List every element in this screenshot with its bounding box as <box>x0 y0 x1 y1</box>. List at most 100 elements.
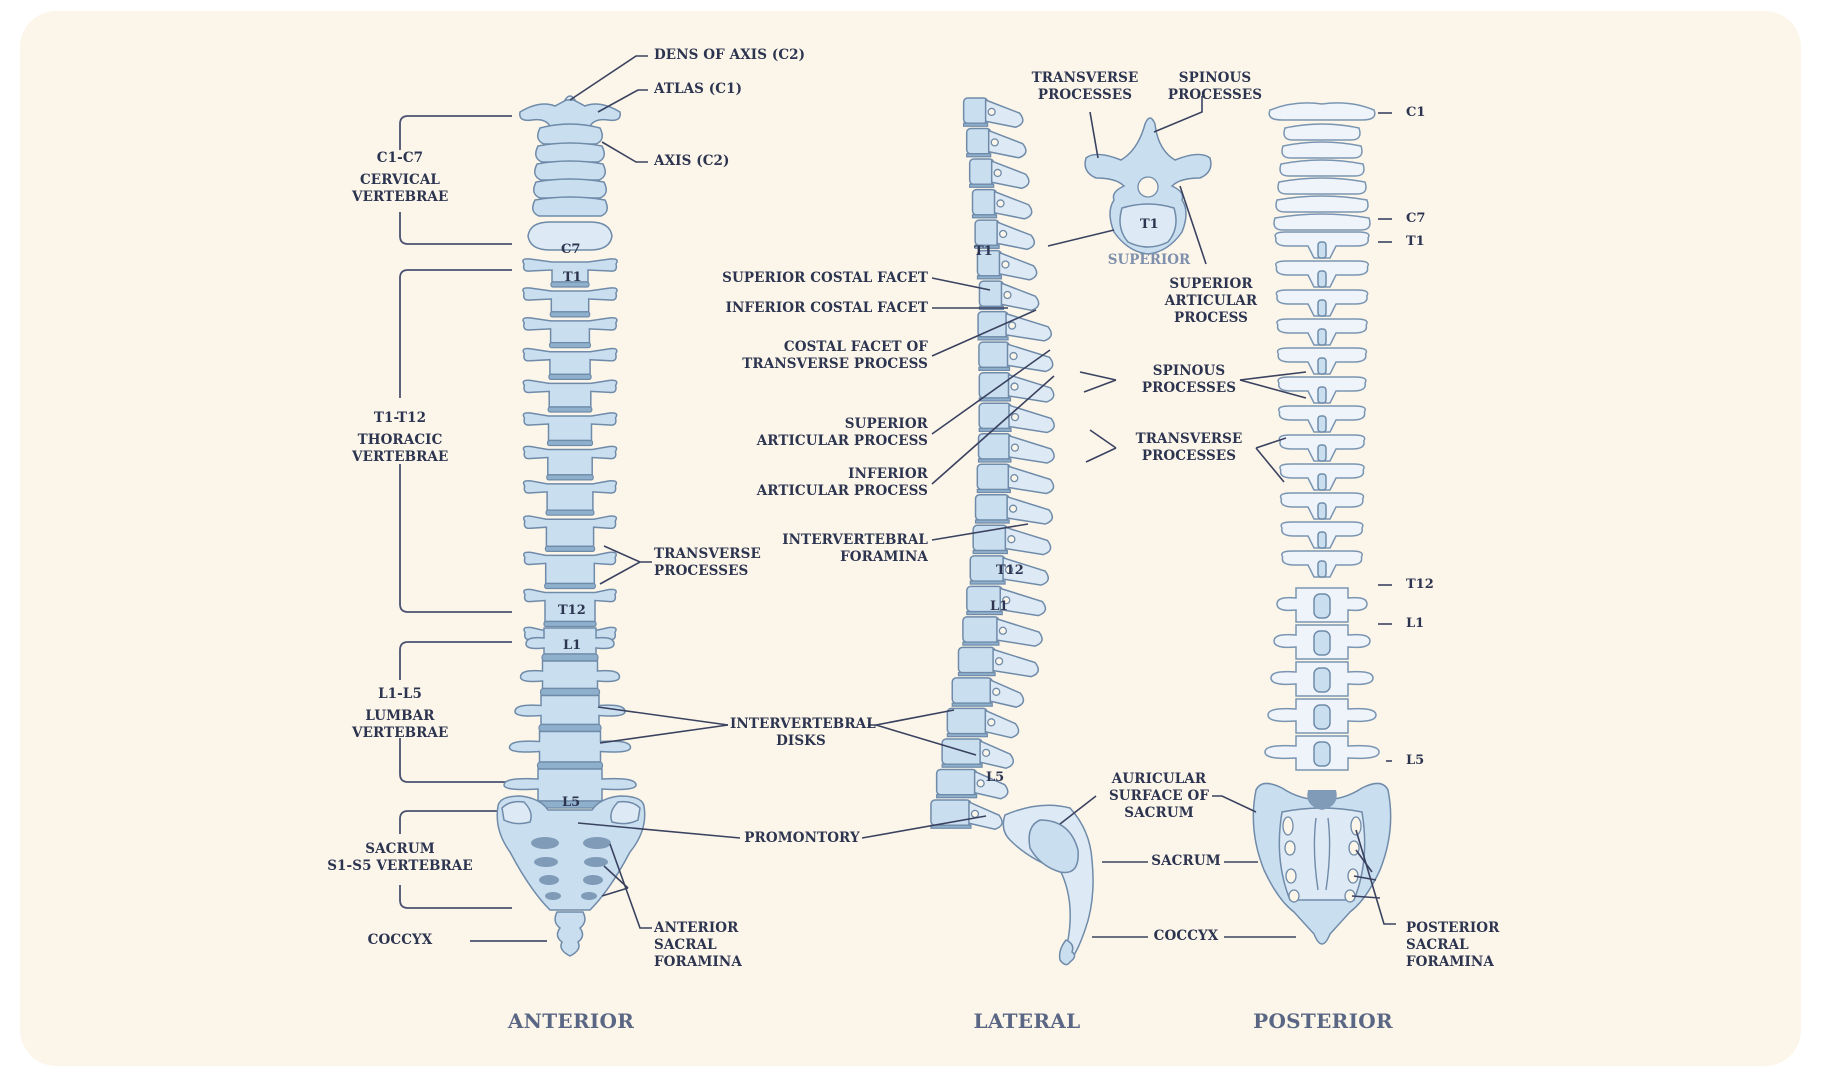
lateral-disk <box>976 275 1003 280</box>
posterior-mark-c1: C1 <box>1406 105 1426 120</box>
sacrum-label: SACRUM <box>1151 853 1221 869</box>
posterior-cervical-vertebra <box>1273 213 1371 231</box>
atlas-label: ATLAS (C1) <box>654 81 743 97</box>
lateral-spinous-process <box>1002 556 1050 586</box>
lateral-disk <box>977 458 1012 463</box>
cervical-range-label: C1-C7 CERVICAL VERTEBRAE <box>352 150 449 205</box>
lateral-disk <box>972 549 1008 555</box>
lateral-disk <box>976 488 1011 494</box>
anterior-thoracic-vertebra <box>522 515 618 548</box>
anterior-thoracic-vertebra <box>522 379 618 408</box>
superior-view-caption: SUPERIOR <box>1107 252 1191 268</box>
intervertebral-foramen <box>976 779 985 788</box>
posterior-spinous-process <box>1317 502 1327 520</box>
lateral-spinous-process <box>979 739 1015 769</box>
lateral-mark-l5: L5 <box>986 770 1005 785</box>
lateral-spine <box>930 97 1055 831</box>
intervertebral-disk <box>544 582 596 590</box>
lateral-disk <box>963 122 989 127</box>
posterior-spinous-process <box>1317 357 1327 375</box>
bracket-sacrum <box>399 810 512 909</box>
lateral-disk <box>966 153 992 158</box>
posterior-spinous-process <box>1317 444 1327 462</box>
posterior-spine-cervical <box>1268 102 1376 121</box>
lateral-vertebral-body <box>971 188 998 216</box>
bracket-thoracic <box>399 269 512 613</box>
anterior-thoracic-vertebra <box>522 412 618 442</box>
diagram-card <box>20 11 1801 1066</box>
posterior-lumbar-spinous-process <box>1313 667 1331 693</box>
intervertebral-foramen <box>981 748 991 757</box>
intervertebral-foramen <box>987 107 996 117</box>
superior-articular-label: SUPERIOR ARTICULAR PROCESS <box>1164 276 1258 326</box>
lateral-spinous-process <box>1006 495 1054 525</box>
intervertebral-foramen <box>1009 351 1018 361</box>
posterior-cervical-vertebra <box>1279 159 1365 177</box>
lateral-spinous-process <box>992 648 1040 678</box>
intervertebral-foramen <box>994 657 1004 666</box>
lateral-spinous-process <box>984 98 1024 129</box>
posterior-spinous-process <box>1317 241 1327 259</box>
inferior-articular-process-label: INFERIOR ARTICULAR PROCESS <box>756 466 928 499</box>
lateral-spinous-process <box>1007 465 1055 495</box>
intervertebral-disk <box>549 311 591 318</box>
lateral-disk <box>962 641 1000 646</box>
vertebra-mark-l1: L1 <box>563 638 582 653</box>
posterior-cervical-vertebra <box>1277 177 1367 195</box>
intervertebral-foramen <box>1003 290 1012 300</box>
intervertebral-disk <box>546 474 594 481</box>
posterior-mark-l5: L5 <box>1406 753 1425 768</box>
intervertebral-foramen <box>1001 260 1010 269</box>
lateral-spinous-process <box>984 709 1020 739</box>
lateral-spinous-process <box>1005 312 1052 342</box>
lateral-vertebral-body <box>962 616 1000 643</box>
posterior-mark-t12: T12 <box>1406 577 1434 592</box>
posterior-spinous-process <box>1317 386 1327 404</box>
lateral-vertebral-body <box>974 494 1010 521</box>
lateral-disk <box>977 336 1009 341</box>
posterior-spinous-process <box>1317 560 1327 578</box>
anterior-thoracic-vertebra <box>522 287 618 313</box>
lateral-mark-t12: T12 <box>996 563 1024 578</box>
superior-costal-facet-label: SUPERIOR COSTAL FACET <box>722 270 928 286</box>
intervertebral-foramen <box>992 687 1001 696</box>
lateral-vertebral-body <box>965 127 992 155</box>
lateral-disk <box>971 214 998 219</box>
transverse-processes-label: TRANSVERSE PROCESSES <box>1135 431 1243 464</box>
anterior-lumbar-vertebra <box>519 660 621 690</box>
lateral-sacrum <box>1002 804 1094 966</box>
posterior-spinous-process <box>1317 299 1327 317</box>
intervertebral-disk <box>544 545 596 553</box>
intervertebral-disk <box>538 723 602 733</box>
lateral-spinous-process <box>990 159 1030 190</box>
view-title-posterior: POSTERIOR <box>1253 1009 1393 1033</box>
auricular-surface-label: AURICULAR SURFACE OF SACRUM <box>1108 771 1210 821</box>
coccyx-label-anterior: COCCYX <box>367 932 433 948</box>
lateral-disk <box>936 794 978 799</box>
intervertebral-foramen <box>998 626 1008 635</box>
superior-articular-process-label: SUPERIOR ARTICULAR PROCESS <box>756 416 928 449</box>
anterior-thoracic-vertebra <box>522 445 618 476</box>
intervertebral-disk <box>543 620 597 628</box>
lateral-spinous-process <box>1007 373 1055 403</box>
lateral-spinous-process <box>996 617 1043 647</box>
costal-facet-transverse-label: COSTAL FACET OF TRANSVERSE PROCESS <box>742 339 928 372</box>
intervertebral-foramen <box>993 168 1002 178</box>
lateral-disk <box>974 244 1000 249</box>
view-title-anterior: ANTERIOR <box>507 1009 635 1033</box>
intervertebral-disk <box>548 342 591 349</box>
posterior-mark-l1: L1 <box>1406 616 1425 631</box>
intervertebral-foramen <box>1002 596 1011 605</box>
intervertebral-disk <box>546 439 594 447</box>
posterior-cervical-vertebra <box>1275 195 1369 213</box>
lateral-mark-l1: L1 <box>990 599 1009 614</box>
lateral-vertebral-body <box>978 280 1005 308</box>
anterior-thoracic-vertebra <box>523 551 617 585</box>
vertebra-mark-c7: C7 <box>561 242 581 257</box>
posterior-lumbar-spinous-process <box>1313 630 1331 656</box>
lateral-disk <box>941 763 983 768</box>
posterior-spinous-process <box>1317 328 1327 346</box>
lateral-disk <box>969 580 1006 585</box>
intervertebral-foramen <box>1010 382 1019 391</box>
